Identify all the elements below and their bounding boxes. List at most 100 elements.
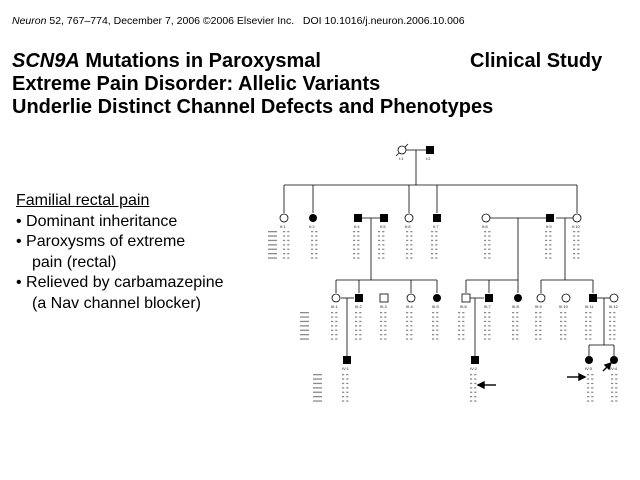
- haplotype-dash: [406, 231, 409, 233]
- haplotype-dash: [357, 244, 360, 246]
- haplotype-dash: [587, 382, 590, 385]
- haplotype-dash: [380, 334, 383, 336]
- pedigree-label: II:1: [280, 224, 286, 229]
- haplotype-dash: [611, 378, 614, 380]
- haplotype-dash: [484, 231, 487, 233]
- haplotype-dash: [410, 334, 413, 336]
- haplotype-dash: [410, 329, 413, 331]
- haplotype-dash: [359, 312, 362, 314]
- haplotype-dash: [545, 244, 548, 246]
- haplotype-dash: [591, 378, 594, 380]
- pedigree-label: II:2: [309, 224, 315, 229]
- haplotype-dash: [512, 312, 515, 314]
- haplotype-dash: [432, 329, 435, 331]
- haplotype-dash: [577, 235, 580, 237]
- haplotype-dash: [539, 320, 542, 323]
- haplotype-dash: [484, 235, 487, 237]
- haplotype-dash: [315, 248, 318, 250]
- haplotype-dash: [331, 338, 334, 340]
- haplotype-dash: [615, 374, 618, 376]
- haplotype-dash: [268, 235, 277, 237]
- haplotype-dash: [268, 253, 277, 255]
- haplotype-dash: [488, 248, 491, 250]
- haplotype-dash: [585, 334, 588, 336]
- pedigree-label: III:10: [559, 304, 569, 309]
- haplotype-dash: [611, 387, 614, 389]
- haplotype-dash: [615, 382, 618, 385]
- haplotype-dash: [431, 244, 434, 246]
- haplotype-dash: [470, 387, 473, 389]
- haplotype-dash: [516, 312, 519, 314]
- haplotype-dash: [613, 329, 616, 331]
- haplotype-dash: [406, 235, 409, 237]
- haplotype-dash: [587, 400, 590, 402]
- haplotype-dash: [287, 248, 290, 250]
- haplotype-dash: [435, 257, 438, 259]
- haplotype-dash: [283, 248, 286, 250]
- haplotype-dash: [488, 316, 491, 318]
- haplotype-dash: [484, 334, 487, 336]
- haplotype-dash: [484, 338, 487, 340]
- haplotype-dash: [380, 320, 383, 323]
- pedigree-label: III:8: [512, 304, 519, 309]
- haplotype-dash: [549, 239, 552, 242]
- haplotype-dash: [585, 329, 588, 331]
- haplotype-dash: [410, 316, 413, 318]
- haplotype-dash: [313, 374, 322, 376]
- haplotype-dash: [545, 235, 548, 237]
- haplotype-dash: [488, 334, 491, 336]
- haplotype-dash: [346, 396, 349, 398]
- pedigree-male-affected: [485, 294, 493, 302]
- haplotype-dash: [380, 338, 383, 340]
- haplotype-dash: [357, 239, 360, 242]
- haplotype-dash: [587, 387, 590, 389]
- haplotype-dash: [431, 248, 434, 250]
- haplotype-dash: [331, 312, 334, 314]
- pedigree-label: II:9: [546, 224, 552, 229]
- haplotype-dash: [355, 329, 358, 331]
- haplotype-dash: [512, 320, 515, 323]
- haplotype-dash: [564, 325, 567, 327]
- haplotype-dash: [470, 396, 473, 398]
- bullet-heading: Familial rectal pain: [16, 192, 150, 209]
- haplotype-dash: [331, 316, 334, 318]
- haplotype-dash: [458, 320, 461, 323]
- haplotype-dash: [406, 334, 409, 336]
- haplotype-dash: [287, 231, 290, 233]
- gene-name: SCN9A: [12, 50, 80, 72]
- haplotype-dash: [311, 248, 314, 250]
- haplotype-dash: [462, 320, 465, 323]
- haplotype-dash: [474, 374, 477, 376]
- haplotype-dash: [436, 320, 439, 323]
- haplotype-dash: [458, 325, 461, 327]
- haplotype-dash: [589, 325, 592, 327]
- haplotype-dash: [436, 316, 439, 318]
- haplotype-dash: [384, 325, 387, 327]
- haplotype-dash: [488, 338, 491, 340]
- haplotype-dash: [315, 257, 318, 259]
- haplotype-dash: [591, 387, 594, 389]
- pedigree-female-unaffected: [397, 145, 407, 155]
- haplotype-dash: [355, 320, 358, 323]
- haplotype-dash: [406, 320, 409, 323]
- haplotype-dash: [484, 325, 487, 327]
- haplotype-dash: [615, 400, 618, 402]
- haplotype-dash: [335, 338, 338, 340]
- haplotype-dash: [458, 316, 461, 318]
- haplotype-dash: [355, 316, 358, 318]
- haplotype-dash: [283, 253, 286, 255]
- pedigree-female-unaffected: [279, 213, 289, 223]
- haplotype-dash: [313, 396, 322, 398]
- haplotype-dash: [435, 231, 438, 233]
- haplotype-dash: [535, 334, 538, 336]
- pedigree-label: II:5: [380, 224, 386, 229]
- haplotype-dash: [591, 374, 594, 376]
- haplotype-dash: [484, 244, 487, 246]
- haplotype-blocks: [268, 231, 618, 402]
- haplotype-dash: [462, 325, 465, 327]
- haplotype-dash: [315, 253, 318, 255]
- haplotype-dash: [382, 235, 385, 237]
- haplotype-dash: [346, 378, 349, 380]
- haplotype-dash: [539, 325, 542, 327]
